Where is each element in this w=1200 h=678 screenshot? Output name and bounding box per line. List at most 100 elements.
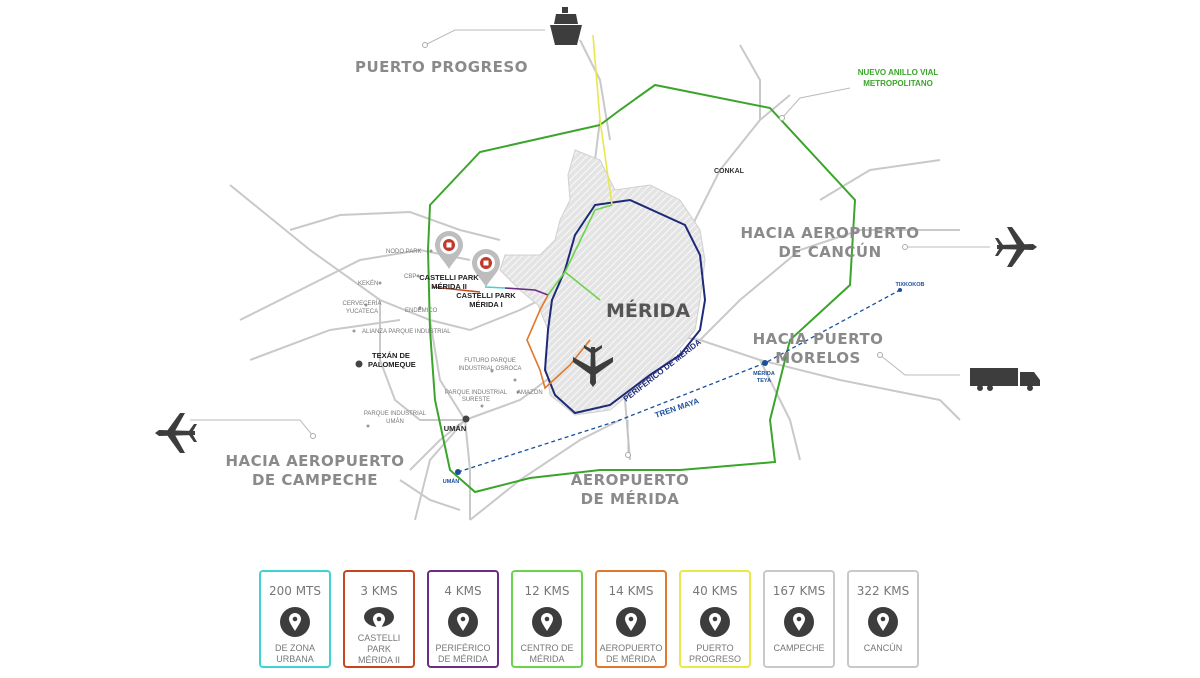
label-cbp: CBP (404, 274, 416, 280)
route-castelli-ii (431, 286, 481, 293)
label-castelli-i-1: CASTELLI PARK (456, 291, 516, 300)
legend-place-line1: CASTELLI PARK (357, 633, 401, 654)
label-futuro-1: FUTURO PARQUE (464, 358, 516, 364)
legend-place-line1: CENTRO DE (520, 643, 574, 653)
location-pin-icon (532, 607, 562, 637)
label-cancun-2: DE CANCÚN (778, 242, 881, 261)
legend-place-line1: AEROPUERTO (599, 643, 663, 653)
location-pin-icon (868, 607, 898, 637)
label-sureste-1: PARQUE INDUSTRIAL (445, 390, 508, 396)
legend-place: CANCÚN (862, 643, 905, 654)
label-merida-city: MÉRIDA (606, 299, 690, 322)
label-castelli-i-2: MÉRIDA I (469, 300, 502, 309)
label-pi-uman-1: PARQUE INDUSTRIAL (364, 411, 427, 417)
label-campeche-2: DE CAMPECHE (252, 471, 378, 489)
castelli-park-ii-marker[interactable] (435, 231, 463, 269)
station-merida-teya (762, 360, 768, 366)
location-map: PUERTO PROGRESO NUEVO ANILLO VIAL METROP… (155, 7, 1040, 521)
ship-icon (550, 7, 582, 45)
legend-distance: 14 KMS (608, 584, 654, 598)
route-puerto-progreso (592, 34, 613, 206)
location-pin-icon (364, 607, 394, 631)
legend-place: CAMPECHE (771, 643, 826, 654)
label-cerveceria-1: CERVECERÍA (343, 300, 382, 307)
legend-place-line1: PERIFÉRICO (435, 643, 491, 653)
legend-place-line2: DE MÉRIDA (605, 654, 656, 664)
airplane-icon (573, 345, 613, 387)
station-uman (455, 469, 461, 475)
label-pi-uman-2: UMÁN (386, 418, 404, 425)
label-airport-2: DE MÉRIDA (581, 489, 680, 508)
castelli-park-i-marker[interactable] (472, 249, 500, 287)
location-pin-icon (448, 607, 478, 637)
label-sureste-2: SURESTE (462, 397, 490, 403)
label-nodo-park: NODO PARK (386, 249, 422, 255)
label-campeche-1: HACIA AEROPUERTO (225, 452, 404, 470)
location-pin-icon (700, 607, 730, 637)
label-conkal: CONKAL (714, 168, 745, 175)
label-merida-teya-1: MÉRIDA (753, 369, 775, 377)
tren-maya-line (457, 289, 901, 473)
label-cancun-1: HACIA AEROPUERTO (740, 224, 919, 242)
label-tren-maya: TREN MAYA (654, 396, 701, 420)
airplane-icon (155, 413, 197, 453)
label-ring-1: NUEVO ANILLO VIAL (858, 68, 939, 77)
legend-place-line2: MÉRIDA (529, 654, 565, 664)
label-uman: UMÁN (444, 424, 467, 433)
legend-distance: 200 MTS (268, 584, 322, 598)
label-kekeen: KEKÉN (358, 280, 378, 287)
legend-place-line1: CANCÚN (863, 643, 903, 653)
legend-distance: 12 KMS (524, 584, 570, 598)
label-amazon: AMAZON (517, 390, 543, 396)
legend-distance: 3 KMS (360, 584, 398, 598)
label-endemico: ENDÉMICO (405, 307, 438, 314)
urban-area-merida (499, 149, 706, 416)
route-aeropuerto (526, 294, 591, 390)
legend-place-line1: PUERTO (696, 643, 734, 653)
legend-card: 322 KMS CANCÚN (847, 570, 919, 668)
legend-distance: 167 KMS (772, 584, 826, 598)
label-merida-teya-2: TEYA (757, 378, 771, 384)
location-pin-icon (280, 607, 310, 637)
label-airport-1: AEROPUERTO (571, 471, 689, 489)
label-ring-2: METROPOLITANO (863, 79, 933, 88)
legend-place-line2: MÉRIDA II (357, 655, 400, 665)
label-morelos-2: MORELOS (775, 349, 861, 367)
periferico-de-merida (543, 198, 707, 415)
label-morelos-1: HACIA PUERTO (753, 330, 884, 348)
legend-distance: 40 KMS (692, 584, 738, 598)
route-periferico (504, 287, 549, 296)
airplane-icon (995, 227, 1037, 267)
truck-icon (970, 368, 1040, 391)
legend-place-line1: CAMPECHE (773, 643, 825, 653)
station-tixkokob (898, 288, 902, 292)
label-puerto-progreso: PUERTO PROGRESO (355, 58, 528, 76)
label-tixkokob: TIXKOKOB (895, 282, 924, 288)
label-texan-1: TEXÁN DE (372, 351, 410, 360)
location-pin-icon (616, 607, 646, 637)
texan-town-dot (355, 360, 363, 368)
label-uman-station: UMÁN (443, 478, 460, 485)
uman-town-dot (462, 415, 470, 423)
legend-place-line2: DE MÉRIDA (437, 654, 488, 664)
legend-distance: 322 KMS (856, 584, 910, 598)
legend-place-line2: PROGRESO (688, 654, 741, 664)
label-alianza: ALIANZA PARQUE INDUSTRIAL (362, 329, 451, 335)
nuevo-anillo-vial (426, 83, 857, 494)
legend-place-line1: DE ZONA (274, 643, 315, 653)
label-castelli-ii-1: CASTELLI PARK (419, 273, 479, 282)
route-centro (547, 204, 613, 301)
